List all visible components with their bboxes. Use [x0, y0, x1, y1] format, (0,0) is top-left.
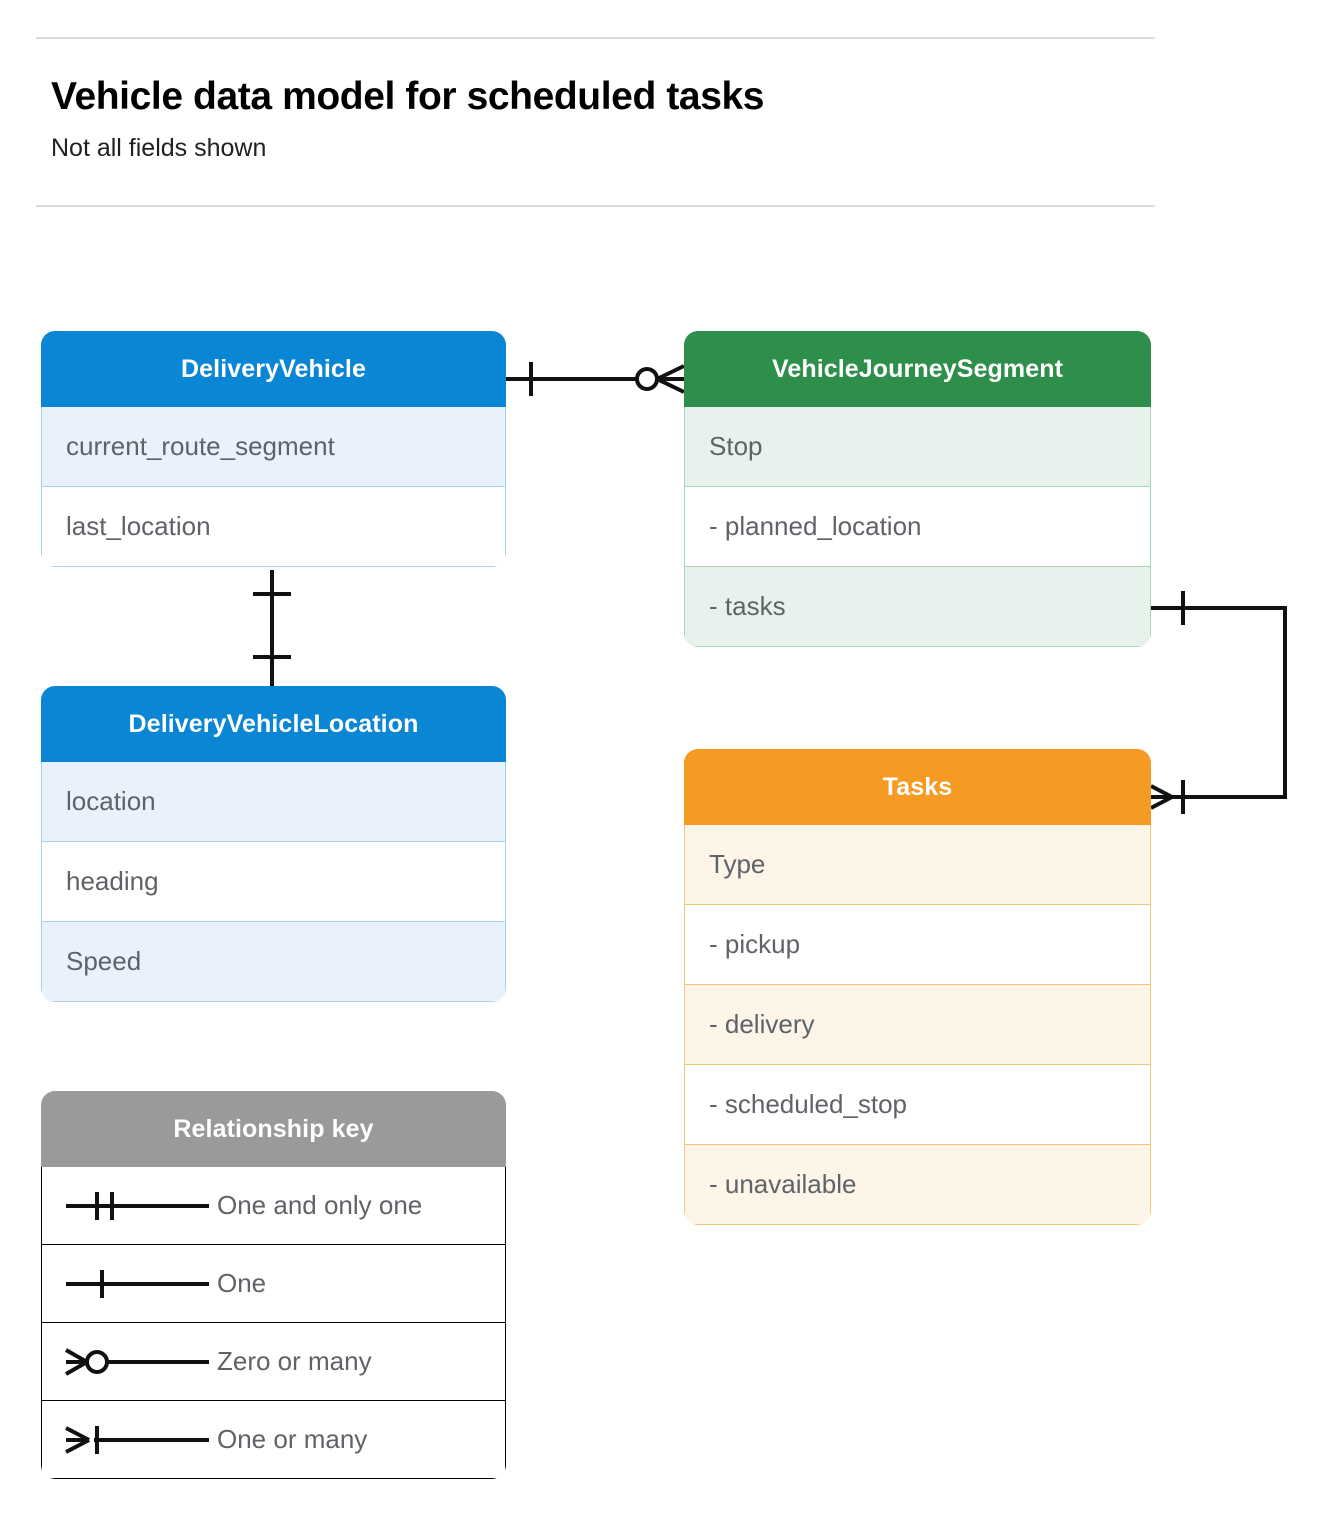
entity-delivery-vehicle-location-fields: location heading Speed — [41, 762, 506, 1002]
field-row[interactable]: location — [41, 762, 506, 842]
field-row[interactable]: - tasks — [684, 567, 1151, 647]
legend-item-label: One and only one — [217, 1190, 423, 1220]
entity-tasks[interactable]: Tasks Type - pickup - delivery - schedul… — [684, 749, 1151, 1225]
entity-delivery-vehicle-location-title: DeliveryVehicleLocation — [41, 686, 506, 762]
field-row[interactable]: Speed — [41, 922, 506, 1002]
connector-vehicle-to-journey-segment — [506, 362, 685, 396]
legend-item-one: One — [41, 1245, 506, 1323]
header-divider-bottom — [36, 205, 1155, 207]
zero-or-many-icon — [42, 1342, 217, 1382]
legend-item-zero-or-many: Zero or many — [41, 1323, 506, 1401]
legend-item-label: Zero or many — [217, 1346, 372, 1376]
page-subtitle: Not all fields shown — [51, 134, 267, 162]
field-row[interactable]: current_route_segment — [41, 407, 506, 487]
entity-vehicle-journey-segment[interactable]: VehicleJourneySegment Stop - planned_loc… — [684, 331, 1151, 647]
field-row[interactable]: - unavailable — [684, 1145, 1151, 1225]
entity-tasks-title: Tasks — [684, 749, 1151, 825]
entity-delivery-vehicle-title: DeliveryVehicle — [41, 331, 506, 407]
relationship-key-legend: Relationship key One and only one — [41, 1091, 506, 1479]
connector-vehicle-to-vehicle-location — [253, 570, 291, 686]
legend-item-one-and-only-one: One and only one — [41, 1167, 506, 1245]
legend-item-label: One or many — [217, 1424, 368, 1454]
page-title: Vehicle data model for scheduled tasks — [51, 75, 765, 118]
field-row[interactable]: - planned_location — [684, 487, 1151, 567]
one-or-many-icon — [42, 1420, 217, 1460]
legend-item-one-or-many: One or many — [41, 1401, 506, 1479]
legend-item-label: One — [217, 1268, 267, 1298]
one-and-only-one-icon — [42, 1186, 217, 1226]
field-row[interactable]: - pickup — [684, 905, 1151, 985]
connector-journey-segment-tasks-to-tasks — [1150, 591, 1287, 814]
field-row[interactable]: heading — [41, 842, 506, 922]
relationship-key-items: One and only one One — [41, 1167, 506, 1479]
entity-delivery-vehicle-fields: current_route_segment last_location — [41, 407, 506, 567]
entity-tasks-fields: Type - pickup - delivery - scheduled_sto… — [684, 825, 1151, 1225]
field-row[interactable]: - scheduled_stop — [684, 1065, 1151, 1145]
entity-delivery-vehicle-location[interactable]: DeliveryVehicleLocation location heading… — [41, 686, 506, 1002]
field-row[interactable]: Stop — [684, 407, 1151, 487]
entity-vehicle-journey-segment-fields: Stop - planned_location - tasks — [684, 407, 1151, 647]
field-row[interactable]: - delivery — [684, 985, 1151, 1065]
field-row[interactable]: Type — [684, 825, 1151, 905]
field-row[interactable]: last_location — [41, 487, 506, 567]
relationship-key-title: Relationship key — [41, 1091, 506, 1167]
header-divider-top — [36, 37, 1155, 39]
entity-vehicle-journey-segment-title: VehicleJourneySegment — [684, 331, 1151, 407]
one-icon — [42, 1264, 217, 1304]
entity-delivery-vehicle[interactable]: DeliveryVehicle current_route_segment la… — [41, 331, 506, 567]
